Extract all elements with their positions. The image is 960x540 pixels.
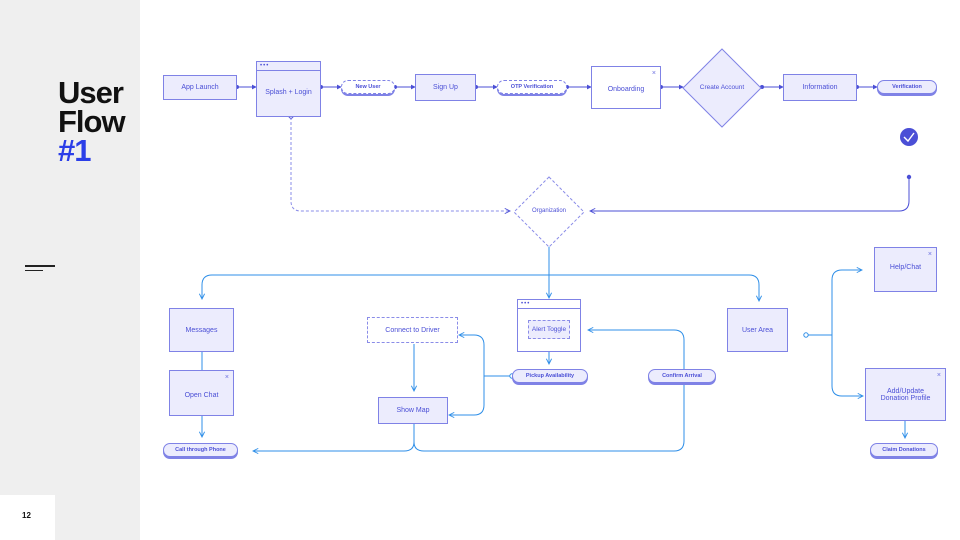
information-node[interactable]: Information [783, 74, 857, 101]
add-update-label-line2: Donation Profile [880, 394, 931, 402]
sign-up-label: Sign Up [433, 84, 458, 91]
new-user-node[interactable]: New User [341, 80, 395, 94]
verification-node[interactable]: Verification [877, 80, 937, 94]
messages-label: Messages [185, 326, 218, 334]
page-number: 12 [22, 511, 31, 520]
onboarding-node[interactable]: × Onboarding [591, 66, 661, 109]
window-dots-icon: ••• [260, 63, 270, 69]
open-chat-label: Open Chat [184, 391, 219, 399]
create-account-diamond [682, 48, 762, 128]
claim-donations-label: Claim Donations [882, 447, 926, 453]
title-line-1: User [58, 75, 124, 110]
help-chat-node[interactable]: × Help/Chat [874, 247, 937, 292]
window-dots-icon: ••• [521, 301, 531, 307]
show-map-label: Show Map [396, 407, 430, 414]
splash-login-label: Splash + Login [265, 88, 312, 96]
window-header: ••• [518, 300, 580, 309]
verification-label: Verification [892, 84, 922, 90]
check-icon [900, 128, 918, 146]
show-map-node[interactable]: Show Map [378, 397, 448, 424]
window-header: ••• [257, 62, 320, 71]
create-account-label: Create Account [699, 83, 745, 91]
user-area-label: User Area [741, 326, 774, 334]
alert-toggle-label: Alert Toggle [527, 320, 571, 339]
connect-to-driver-label: Connect to Driver [385, 326, 440, 334]
title-line-3: #1 [58, 133, 91, 168]
sign-up-node[interactable]: Sign Up [415, 74, 476, 101]
user-area-node[interactable]: User Area [727, 308, 788, 352]
confirm-arrival-node[interactable]: Confirm Arrival [648, 369, 716, 383]
close-icon: × [936, 372, 941, 379]
pickup-availability-node[interactable]: Pickup Availability [512, 369, 588, 383]
page-title: User Flow #1 [58, 75, 126, 168]
call-through-phone-label: Call through Phone [175, 447, 226, 453]
close-icon: × [651, 70, 656, 77]
splash-login-node[interactable]: ••• Splash + Login [256, 61, 321, 117]
pickup-availability-label: Pickup Availability [525, 373, 575, 379]
call-through-phone-node[interactable]: Call through Phone [163, 443, 238, 457]
add-update-label-line1: Add/Update [887, 387, 924, 395]
organization-label: Organization [531, 208, 567, 214]
confirm-arrival-label: Confirm Arrival [662, 373, 702, 379]
add-update-donation-node[interactable]: × Add/Update Donation Profile [865, 368, 946, 421]
new-user-label: New User [355, 84, 381, 90]
open-chat-node[interactable]: × Open Chat [169, 370, 234, 416]
otp-verification-node[interactable]: OTP Verification [497, 80, 567, 94]
page-number-box [0, 495, 55, 540]
organization-diamond [513, 176, 585, 248]
messages-node[interactable]: Messages [169, 308, 234, 352]
app-launch-label: App Launch [181, 84, 219, 91]
onboarding-label: Onboarding [607, 86, 645, 93]
connect-to-driver-node[interactable]: Connect to Driver [367, 317, 458, 343]
close-icon: × [927, 251, 932, 258]
decorative-dash-short [25, 270, 43, 271]
otp-verification-label: OTP Verification [510, 84, 554, 90]
left-panel [0, 0, 140, 540]
close-icon: × [224, 374, 229, 381]
claim-donations-node[interactable]: Claim Donations [870, 443, 938, 457]
alert-toggle-node[interactable]: ••• Alert Toggle [517, 299, 581, 352]
help-chat-label: Help/Chat [889, 264, 922, 271]
app-launch-node[interactable]: App Launch [163, 75, 237, 100]
decorative-dash [25, 265, 55, 267]
title-line-2: Flow [58, 104, 126, 139]
information-label: Information [802, 84, 838, 91]
